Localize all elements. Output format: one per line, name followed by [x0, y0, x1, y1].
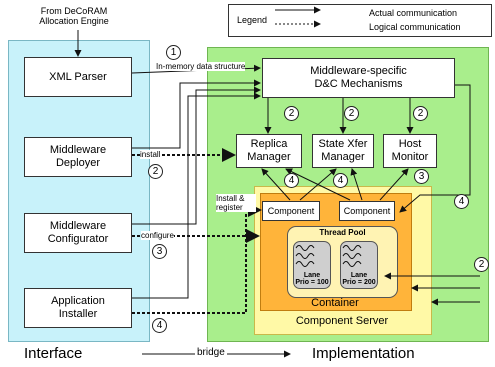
in-memory-label: In-memory data structure [156, 62, 246, 71]
step-circle-6: 3 [152, 244, 167, 259]
xml-parser-label: XML Parser [49, 70, 107, 83]
replica-manager-label: Replica Manager [247, 138, 291, 163]
container-label: Container [311, 297, 359, 309]
configurator-to-dnc [132, 86, 261, 225]
component-2-label: Component [343, 205, 391, 216]
bridge-label: bridge [195, 347, 227, 358]
application-installer-box: Application Installer [24, 288, 132, 328]
step-circle-11: 4 [454, 194, 469, 209]
configure-label: configure [141, 231, 174, 240]
thread-squiggles-2 [342, 245, 362, 267]
application-installer-label: Application Installer [51, 295, 105, 320]
host-monitor-label: Host Monitor [391, 138, 429, 163]
dnc-mechanisms-box: Middleware-specific D&C Mechanisms [262, 58, 455, 98]
host-monitor-box: Host Monitor [383, 134, 437, 168]
thread-squiggles-1 [295, 245, 315, 267]
component-server-label: Component Server [295, 315, 389, 327]
legend-logical-label: Logical communication [369, 22, 461, 32]
lane-1: Lane Prio = 100 [293, 241, 331, 289]
middleware-deployer-box: Middleware Deployer [24, 137, 132, 177]
step-circle-1: 1 [166, 45, 181, 60]
dnc-to-component [399, 84, 471, 213]
dnc-mechanisms-label: Middleware-specific D&C Mechanisms [310, 65, 407, 90]
thread-pool-label: Thread Pool [319, 228, 366, 237]
thread-pool: Thread Pool Lane Prio = 100 Lane Prio = … [287, 226, 398, 298]
step-circle-2: 2 [284, 106, 299, 121]
step-circle-5: 2 [148, 164, 163, 179]
install-register-label: Install & register [216, 194, 256, 212]
installer-to-dnc [132, 92, 261, 299]
replica-manager-box: Replica Manager [236, 134, 302, 168]
lane-1-label: Lane Prio = 100 [295, 272, 329, 286]
legend-actual-label: Actual communication [369, 8, 458, 18]
installer-register [132, 203, 262, 314]
deployer-to-dnc [132, 79, 261, 149]
lane-2: Lane Prio = 200 [340, 241, 378, 289]
interface-label: Interface [24, 345, 83, 362]
state-xfer-manager-box: State Xfer Manager [312, 134, 374, 168]
legend-title: Legend [237, 15, 268, 25]
step-circle-10: 4 [152, 318, 167, 333]
step-circle-9: 4 [333, 173, 348, 188]
xml-parser-box: XML Parser [24, 57, 132, 97]
implementation-label: Implementation [312, 345, 415, 362]
component-1-label: Component [267, 205, 315, 216]
step-circle-8: 4 [284, 173, 299, 188]
component-2-box: Component [339, 201, 395, 221]
comp1-to-replica [261, 168, 291, 201]
legend: Legend Actual communication Logical comm… [228, 4, 492, 37]
middleware-deployer-label: Middleware Deployer [49, 144, 107, 169]
install-label: install [140, 150, 161, 159]
source-label: From DeCoRAM Allocation Engine [39, 6, 109, 26]
state-xfer-manager-label: State Xfer Manager [318, 138, 368, 163]
middleware-configurator-box: Middleware Configurator [24, 213, 132, 253]
middleware-configurator-label: Middleware Configurator [47, 220, 109, 245]
step-circle-7: 3 [414, 169, 429, 184]
step-circle-3: 2 [344, 106, 359, 121]
comp2-to-statexfer [350, 168, 363, 201]
lane-2-label: Lane Prio = 200 [342, 272, 376, 286]
step-circle-12: 2 [474, 257, 489, 272]
comp2-to-hostmon [379, 168, 409, 201]
step-circle-4: 2 [413, 106, 428, 121]
component-1-box: Component [262, 201, 320, 221]
